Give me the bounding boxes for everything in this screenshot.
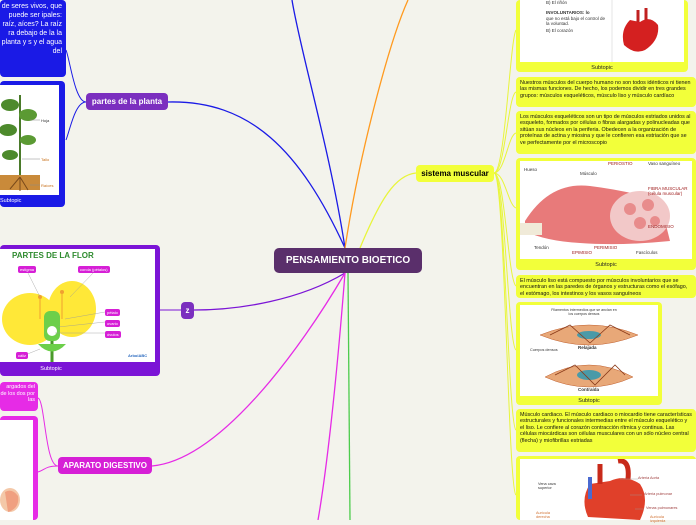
- flower-image-box[interactable]: PARTES DE LA FLOR estigma corola (pétalo…: [0, 245, 160, 376]
- digestive-note[interactable]: argados del de los dos por las: [0, 382, 38, 411]
- organ-text-1: B) El riñón: [546, 0, 568, 5]
- muscle-note-3[interactable]: El músculo liso está compuesto por múscu…: [516, 275, 696, 298]
- muscle-note-2-text: Los músculos esqueléticos son un tipo de…: [520, 114, 691, 146]
- heart-label-right-atrium: Aurícula derecha: [536, 511, 550, 519]
- flower-image: PARTES DE LA FLOR estigma corola (pétalo…: [0, 249, 155, 362]
- muscle-note-3-text: El músculo liso está compuesto por múscu…: [520, 278, 688, 297]
- skeletal-label-tendon: Tendón: [534, 245, 549, 250]
- skeletal-label-musculo: Músculo: [580, 171, 597, 176]
- digestive-image: [0, 420, 33, 520]
- skeletal-label-fibra: FIBRA MUSCULAR (célula muscular): [648, 186, 688, 196]
- flower-label-corolla: corola (pétalos): [78, 266, 110, 273]
- muscle-topic-label: sistema muscular: [421, 169, 489, 178]
- skeletal-illustration: [520, 185, 670, 245]
- leaf-label: Hoja: [41, 118, 50, 123]
- skeletal-image-box[interactable]: PERIOSTIO Vaso sanguíneo Hueso Músculo F…: [516, 158, 696, 270]
- smooth-label-filaments: Filamentos intermedios que se anclan en …: [551, 308, 617, 316]
- smooth-label-relaxed: Relajada: [578, 345, 597, 350]
- plant-caption: Subtopic: [0, 198, 22, 204]
- smooth-image-box[interactable]: Filamentos intermedios que se anclan en …: [516, 302, 662, 405]
- smooth-label-contracted: Contraída: [578, 387, 600, 392]
- organ-text-2: INVOLUNTARIOS: lo: [546, 10, 590, 15]
- digestive-illustration: [0, 488, 20, 512]
- central-title: PENSAMIENTO BIOETICO: [285, 255, 411, 266]
- heart-label-left-atrium: Aurícula izquierda: [650, 515, 666, 523]
- stem-label: Tallo: [41, 157, 50, 162]
- digestive-note-text: argados del de los dos por las: [0, 384, 35, 403]
- heart-image: Arteria Aorta Vena cava superior Arteria…: [520, 458, 696, 523]
- digestive-topic[interactable]: APARATO DIGESTIVO: [58, 457, 152, 474]
- smooth-image: Filamentos intermedios que se anclan en …: [520, 305, 658, 396]
- heart-label-pulmonary-artery: Arteria pulmonar: [644, 492, 673, 496]
- muscle-note-2[interactable]: Los músculos esqueléticos son un tipo de…: [516, 111, 696, 154]
- plant-topic[interactable]: partes de la planta: [86, 93, 168, 110]
- flower-label-ovules: óvulos: [105, 331, 121, 338]
- organ-caption: Subtopic: [591, 65, 613, 71]
- skeletal-label-vaso: Vaso sanguíneo: [648, 161, 681, 166]
- muscle-note-4[interactable]: Músculo cardiaco. El músculo cardiaco o …: [516, 409, 696, 452]
- flower-topic-label: z: [185, 306, 190, 315]
- heart-mini-illustration: [611, 0, 659, 62]
- plant-illustration: Hoja Tallo Raíces: [0, 95, 53, 191]
- skeletal-label-epimisio: EPIMISIO: [572, 250, 593, 255]
- heart-image-box[interactable]: Arteria Aorta Vena cava superior Arteria…: [516, 456, 696, 523]
- central-topic[interactable]: PENSAMIENTO BIOETICO: [274, 248, 422, 273]
- plant-note[interactable]: de seres vivos, que puede ser ipales: ra…: [0, 0, 66, 77]
- digestive-topic-label: APARATO DIGESTIVO: [62, 461, 147, 470]
- organ-text-4: B) El corazón: [546, 28, 574, 33]
- roots-label: Raíces: [41, 183, 53, 188]
- skeletal-label-endomisio: ENDOMISIO: [648, 224, 674, 229]
- heart-label-aorta: Arteria Aorta: [638, 476, 660, 480]
- heart-label-pulmonary-veins: Venas pulmonares: [646, 506, 678, 510]
- flower-label-stamen: estigma: [18, 266, 37, 273]
- muscle-note-1-text: Nuestros músculos del cuerpo humano no s…: [520, 80, 691, 99]
- smooth-illustration: [539, 324, 639, 388]
- skeletal-image: PERIOSTIO Vaso sanguíneo Hueso Músculo F…: [520, 161, 692, 259]
- flower-caption: Subtopic: [40, 366, 62, 372]
- flower-brand: ArbolABC: [128, 353, 148, 358]
- plant-image: Hoja Tallo Raíces: [0, 85, 59, 195]
- skeletal-caption: Subtopic: [595, 262, 617, 268]
- heart-illustration: [584, 458, 645, 520]
- muscle-note-1[interactable]: Nuestros músculos del cuerpo humano no s…: [516, 77, 696, 107]
- flower-title: PARTES DE LA FLOR: [12, 251, 94, 260]
- heart-label-vena-cava: Vena cava superior: [538, 482, 556, 490]
- plant-topic-label: partes de la planta: [91, 97, 163, 106]
- plant-image-box[interactable]: Hoja Tallo Raíces Subtopic: [0, 81, 65, 207]
- smooth-caption: Subtopic: [578, 398, 600, 404]
- plant-note-text: de seres vivos, que puede ser ipales: ra…: [1, 3, 62, 55]
- organ-image-box[interactable]: B) El riñón INVOLUNTARIOS: lo que no est…: [516, 0, 688, 72]
- flower-label-ovary: ovario: [105, 320, 120, 327]
- flower-label-petal: pétalo: [105, 309, 120, 316]
- skeletal-label-fasciculos: Fascículos: [636, 250, 658, 255]
- muscle-note-4-text: Músculo cardiaco. El músculo cardiaco o …: [520, 412, 692, 444]
- muscle-topic[interactable]: sistema muscular: [416, 165, 494, 182]
- organ-image: B) El riñón INVOLUNTARIOS: lo que no est…: [520, 0, 684, 62]
- skeletal-label-hueso: Hueso: [524, 167, 538, 172]
- organ-text-3: que no está bajo el control de la volunt…: [546, 16, 606, 26]
- skeletal-label-periostio: PERIOSTIO: [608, 161, 633, 166]
- digestive-image-box[interactable]: [0, 416, 38, 520]
- flower-label-calyx: cáliz: [16, 352, 29, 359]
- smooth-label-bodies: Cuerpos densos: [530, 348, 558, 352]
- skeletal-label-perimisio: PERIMISIO: [594, 245, 618, 250]
- flower-illustration: [2, 270, 106, 362]
- flower-topic[interactable]: z: [181, 302, 194, 319]
